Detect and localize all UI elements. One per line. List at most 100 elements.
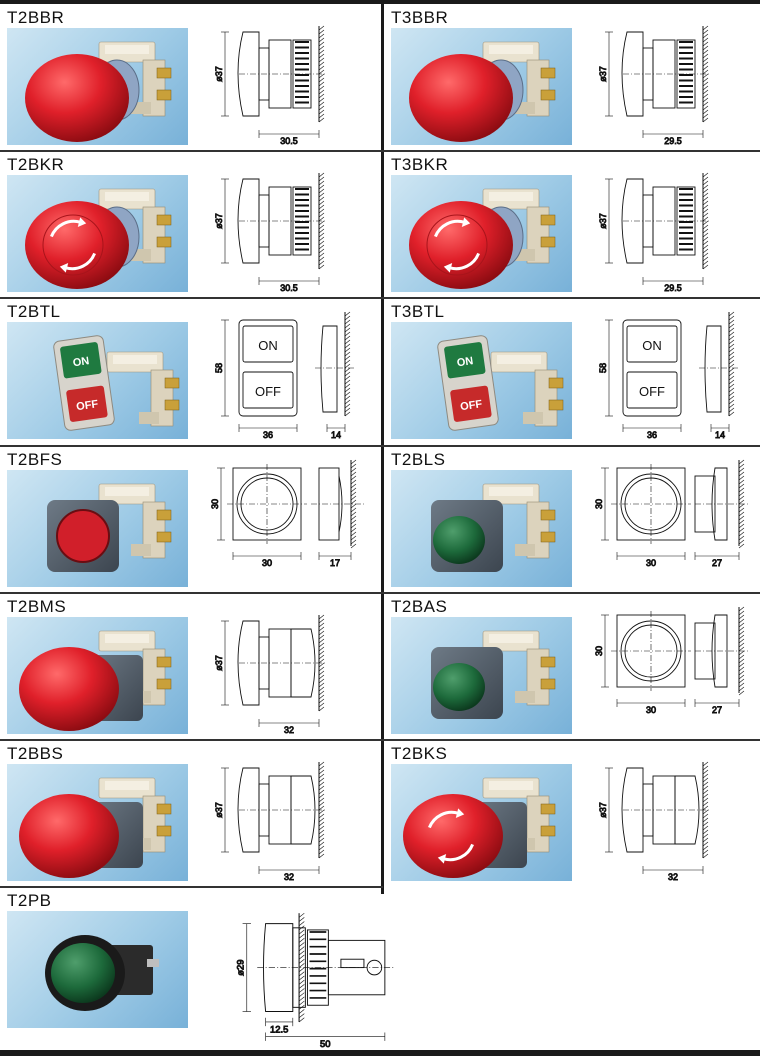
- svg-text:ø37: ø37: [214, 655, 224, 671]
- product-photo: [7, 470, 188, 587]
- product-cell-t2bkr: T2BKR ø37 30.5: [5, 151, 380, 298]
- product-code: T2BKS: [391, 744, 448, 763]
- product-cell-t2pb: T2PB ø29 12.5 50: [5, 887, 394, 1050]
- product-code: T2BMS: [7, 597, 67, 616]
- product-photo: [391, 470, 572, 587]
- svg-text:50: 50: [320, 1038, 330, 1049]
- product-photo: ON OFF: [391, 322, 572, 439]
- dimension-drawing: ø37 32: [598, 754, 759, 884]
- row-divider: [0, 886, 383, 888]
- svg-text:ON: ON: [258, 338, 278, 353]
- svg-text:32: 32: [668, 872, 678, 882]
- dimension-drawing: ø37 32: [214, 607, 375, 737]
- product-photo: [7, 911, 188, 1028]
- product-cell-t2bms: T2BMS ø37 32: [5, 593, 380, 740]
- product-photo: ON OFF: [7, 322, 188, 439]
- product-cell-t2bfs: T2BFS 17 30 30: [5, 446, 380, 593]
- product-code: T3BBR: [391, 8, 449, 27]
- row-divider: [0, 592, 760, 594]
- svg-text:ø37: ø37: [598, 802, 608, 818]
- svg-text:30: 30: [594, 499, 604, 509]
- product-code: T2BTL: [7, 302, 61, 321]
- svg-text:30.5: 30.5: [280, 283, 298, 293]
- svg-text:30: 30: [262, 558, 272, 568]
- product-cell-t3bkr: T3BKR ø37 29.5: [389, 151, 764, 298]
- svg-text:36: 36: [263, 430, 273, 440]
- svg-text:ON: ON: [642, 338, 662, 353]
- svg-text:30: 30: [594, 646, 604, 656]
- svg-text:OFF: OFF: [255, 384, 281, 399]
- product-photo: [7, 617, 188, 734]
- svg-text:ø37: ø37: [214, 213, 224, 229]
- column-divider: [381, 4, 384, 894]
- svg-text:ø29: ø29: [235, 959, 246, 975]
- product-photo: [391, 175, 572, 292]
- svg-text:29.5: 29.5: [664, 283, 682, 293]
- dimension-drawing: ø37 30.5: [214, 18, 375, 148]
- dimension-drawing: 27 30 30: [594, 459, 759, 590]
- dimension-drawing: 27 30 30: [594, 606, 759, 737]
- bottom-rule: [0, 1050, 760, 1056]
- product-code: T2PB: [7, 891, 52, 910]
- svg-text:36: 36: [647, 430, 657, 440]
- product-cell-t2bls: T2BLS 27 30 30: [389, 446, 764, 593]
- product-code: T2BBS: [7, 744, 64, 763]
- svg-text:30: 30: [646, 558, 656, 568]
- svg-text:32: 32: [284, 872, 294, 882]
- svg-text:17: 17: [330, 558, 340, 568]
- svg-text:ø37: ø37: [214, 66, 224, 82]
- dimension-drawing: ø37 32: [214, 754, 375, 884]
- svg-text:ø37: ø37: [598, 66, 608, 82]
- svg-text:30.5: 30.5: [280, 136, 298, 146]
- svg-text:12.5: 12.5: [270, 1023, 288, 1034]
- row-divider: [0, 445, 760, 447]
- svg-text:14: 14: [331, 430, 341, 440]
- product-code: T2BLS: [391, 450, 446, 469]
- dimension-drawing: ø37 30.5: [214, 165, 375, 295]
- product-cell-t2btl: T2BTL ON OFF ON OFF 58 36 14: [5, 298, 380, 445]
- dimension-drawing: 17 30 30: [210, 459, 375, 590]
- product-photo: [391, 617, 572, 734]
- product-code: T3BKR: [391, 155, 449, 174]
- top-rule: [0, 0, 760, 4]
- dimension-drawing: ON OFF 58 36 14: [214, 311, 375, 442]
- product-photo: [391, 28, 572, 145]
- dimension-drawing: ø37 29.5: [598, 165, 759, 295]
- product-code: T3BTL: [391, 302, 445, 321]
- product-code: T2BFS: [7, 450, 63, 469]
- svg-text:OFF: OFF: [639, 384, 665, 399]
- svg-text:ON: ON: [72, 355, 90, 369]
- svg-text:ON: ON: [456, 355, 474, 369]
- svg-text:OFF: OFF: [75, 398, 99, 413]
- svg-text:14: 14: [715, 430, 725, 440]
- row-divider: [0, 150, 760, 152]
- dimension-drawing: ø29 12.5 50: [234, 909, 405, 1050]
- dimension-drawing: ø37 29.5: [598, 18, 759, 148]
- row-divider: [0, 297, 760, 299]
- svg-text:32: 32: [284, 725, 294, 735]
- svg-text:OFF: OFF: [459, 398, 483, 413]
- product-photo: [7, 175, 188, 292]
- product-cell-t2bbs: T2BBS ø37 32: [5, 740, 380, 887]
- svg-text:29.5: 29.5: [664, 136, 682, 146]
- product-photo: [7, 764, 188, 881]
- product-code: T2BAS: [391, 597, 448, 616]
- svg-text:27: 27: [712, 558, 722, 568]
- product-cell-t3bbr: T3BBR ø37 29.5: [389, 4, 764, 151]
- product-code: T2BKR: [7, 155, 65, 174]
- svg-text:58: 58: [598, 363, 608, 373]
- svg-text:58: 58: [214, 363, 224, 373]
- product-cell-t3btl: T3BTL ON OFF ON OFF 58 36 14: [389, 298, 764, 445]
- dimension-drawing: ON OFF 58 36 14: [598, 311, 759, 442]
- svg-text:ø37: ø37: [598, 213, 608, 229]
- svg-text:27: 27: [712, 705, 722, 715]
- svg-text:30: 30: [210, 499, 220, 509]
- product-photo: [391, 764, 572, 881]
- svg-text:30: 30: [646, 705, 656, 715]
- product-cell-t2bbr: T2BBR ø37 30.5: [5, 4, 380, 151]
- product-photo: [7, 28, 188, 145]
- product-cell-t2bks: T2BKS ø37 32: [389, 740, 764, 887]
- svg-text:ø37: ø37: [214, 802, 224, 818]
- product-cell-t2bas: T2BAS 27 30 30: [389, 593, 764, 740]
- row-divider: [0, 739, 760, 741]
